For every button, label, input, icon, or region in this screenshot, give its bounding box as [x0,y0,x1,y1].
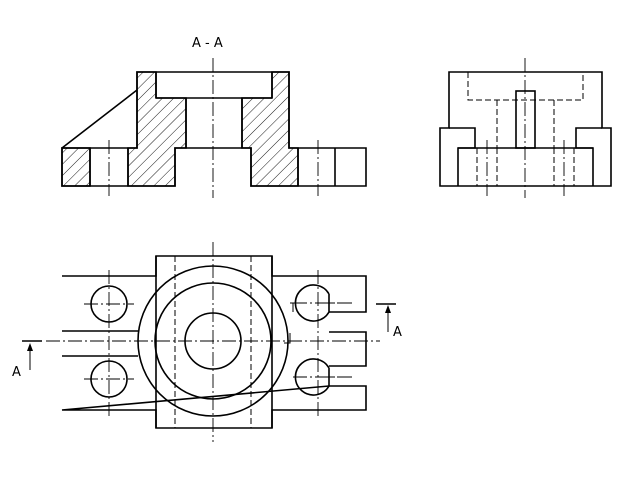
top-left-groove [62,330,138,357]
top-base-outline [61,255,367,429]
section-title: A - A [192,36,223,51]
side-hidden-recess [467,72,584,101]
side-shoulders [449,127,602,186]
section-view-a-a: A - A [61,36,367,198]
cut-label-right: A [393,325,402,340]
cutting-plane-left: A [12,340,42,380]
marker-top [290,302,296,312]
side-outline [439,71,612,187]
hatch-left-flange [61,147,91,187]
side-boss [515,90,536,149]
slot-top-right [294,284,330,322]
side-view [439,58,612,198]
cut-arrow-right-head [385,305,391,313]
top-view [46,242,380,442]
rib-line [61,89,138,149]
cut-label-left: A [12,365,21,380]
section-outline [61,71,367,187]
cut-arrow-left-head [27,343,33,351]
marker-mid [284,333,291,344]
cutting-plane-right: A [376,303,402,340]
